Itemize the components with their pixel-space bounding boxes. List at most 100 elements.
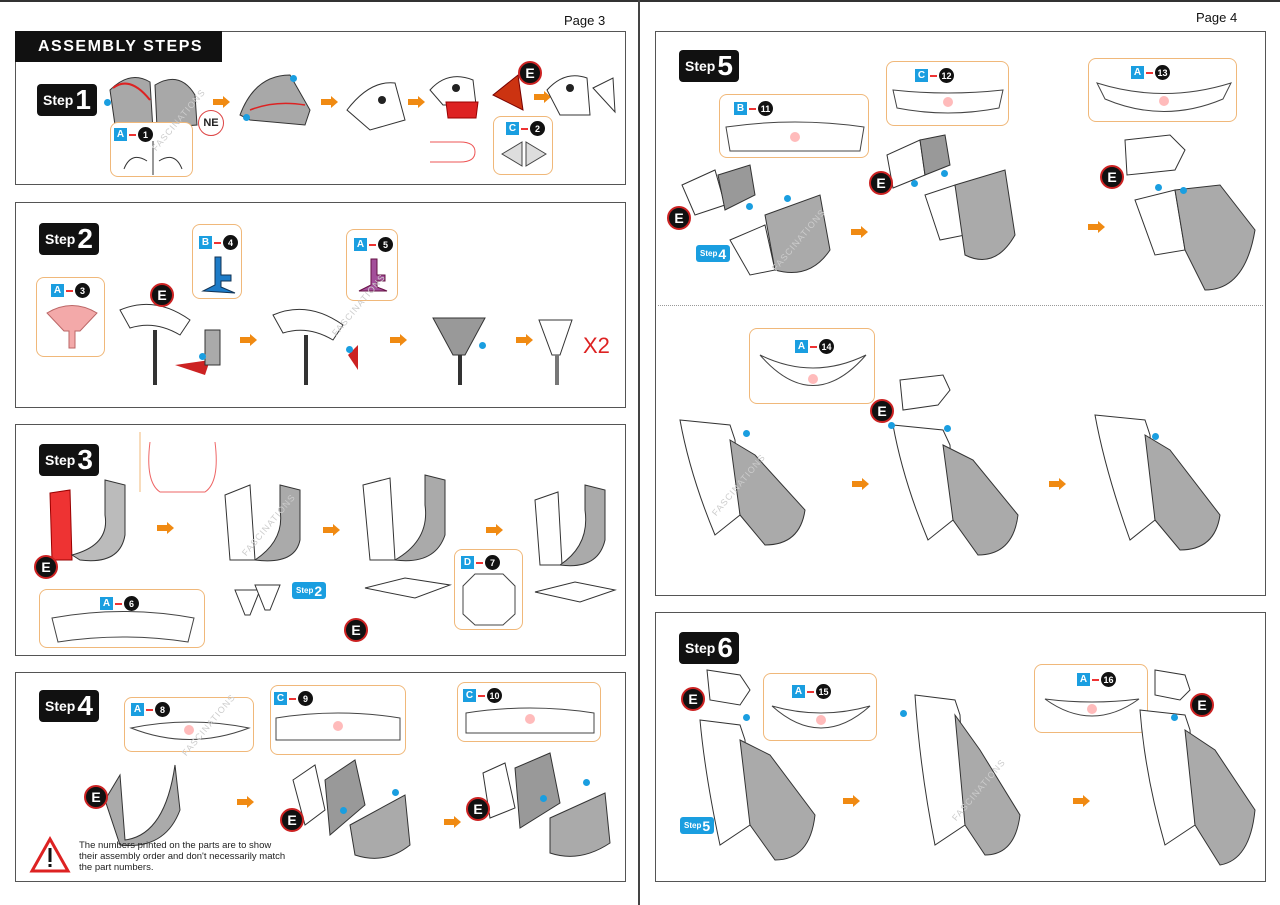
head-with-neck-red — [429, 74, 524, 119]
glue-dot — [1171, 714, 1178, 721]
glue-dot — [888, 422, 895, 429]
edge-marker-e: E — [518, 61, 542, 85]
step-word: Step — [684, 821, 702, 830]
page-number-right: Page 4 — [1196, 10, 1238, 25]
part-number: 14 — [819, 339, 834, 354]
step-2-panel — [15, 202, 626, 408]
callout-a13: A 13 — [1088, 58, 1237, 122]
part-tag-c12: C 12 — [915, 68, 954, 83]
edge-marker-e: E — [869, 171, 893, 195]
sheet-label: A — [354, 238, 367, 251]
sheet-label: A — [131, 703, 144, 716]
neck-assembled-a — [679, 419, 806, 546]
part-number: 5 — [378, 237, 393, 252]
part-number: 10 — [487, 688, 502, 703]
sheet-label: C — [915, 69, 928, 82]
glue-dot — [340, 807, 347, 814]
head-assembled — [346, 82, 406, 131]
repeat-x2: X2 — [583, 333, 610, 358]
head-folded — [239, 74, 311, 126]
part-a3-shape — [46, 305, 98, 349]
sheet-label: A — [1077, 673, 1090, 686]
part-c12-shape — [892, 89, 1004, 114]
sheet-label: A — [1131, 66, 1144, 79]
top-border — [0, 0, 1280, 2]
warning-line: their assembly order and don't necessari… — [79, 851, 286, 862]
body-legs-base — [362, 474, 452, 599]
part-number: 12 — [939, 68, 954, 83]
edge-marker-e: E — [344, 618, 368, 642]
glue-dot — [199, 353, 206, 360]
legs-complete — [534, 484, 617, 603]
sheet-label: D — [461, 556, 474, 569]
glue-dot — [392, 789, 399, 796]
neck-segment-c12 — [886, 134, 1016, 260]
part-number: 4 — [223, 235, 238, 250]
sheet-label: A — [100, 597, 113, 610]
part-a14-shape — [759, 354, 867, 386]
step-number: 3 — [77, 444, 93, 475]
step-number: 1 — [75, 84, 91, 115]
part-tag-c10: C 10 — [463, 688, 502, 703]
callout-a15: A 15 — [763, 673, 877, 741]
sheet-label: A — [51, 284, 64, 297]
body-outline-detail — [139, 432, 217, 493]
leg-assembly-1 — [119, 303, 221, 385]
warning-line: The numbers printed on the parts are to … — [79, 840, 272, 851]
neck-segment-start — [104, 764, 181, 847]
part-number: 15 — [816, 684, 831, 699]
body-piece-red — [49, 479, 126, 562]
part-a5-shape — [358, 258, 388, 292]
part-tag-a13: A 13 — [1131, 65, 1170, 80]
part-d7-shape — [462, 573, 516, 626]
glue-dot — [1155, 184, 1162, 191]
section-title: ASSEMBLY STEPS — [15, 31, 222, 62]
step-word: Step — [685, 640, 716, 656]
leg-funnel — [432, 317, 486, 385]
step-word: Step — [45, 231, 76, 247]
neck-assembled-c — [1094, 414, 1221, 551]
glue-dot — [1152, 433, 1159, 440]
neck-step6-a — [699, 669, 816, 861]
glue-dot — [346, 346, 353, 353]
part-number: 16 — [1101, 672, 1116, 687]
step-number: 2 — [77, 223, 93, 254]
part-tag-a16: A 16 — [1077, 672, 1116, 687]
part-number: 6 — [124, 596, 139, 611]
part-number: 13 — [1155, 65, 1170, 80]
neck-segment-c10 — [482, 752, 611, 857]
part-a8-shape — [129, 721, 251, 740]
glue-dot — [104, 99, 111, 106]
step-number: 5 — [717, 50, 733, 81]
edge-marker-e: E — [667, 206, 691, 230]
step-word: Step — [296, 586, 314, 595]
glue-dot — [944, 425, 951, 432]
glue-dot — [743, 430, 750, 437]
sheet-label: A — [792, 685, 805, 698]
part-number: 9 — [298, 691, 313, 706]
part-c9-shape — [275, 712, 401, 741]
sheet-label: C — [463, 689, 476, 702]
glue-dot — [540, 795, 547, 802]
part-b11-shape — [725, 121, 865, 152]
edge-marker-e: E — [681, 687, 705, 711]
leg-complete — [538, 319, 573, 385]
edge-marker-e: E — [1190, 693, 1214, 717]
